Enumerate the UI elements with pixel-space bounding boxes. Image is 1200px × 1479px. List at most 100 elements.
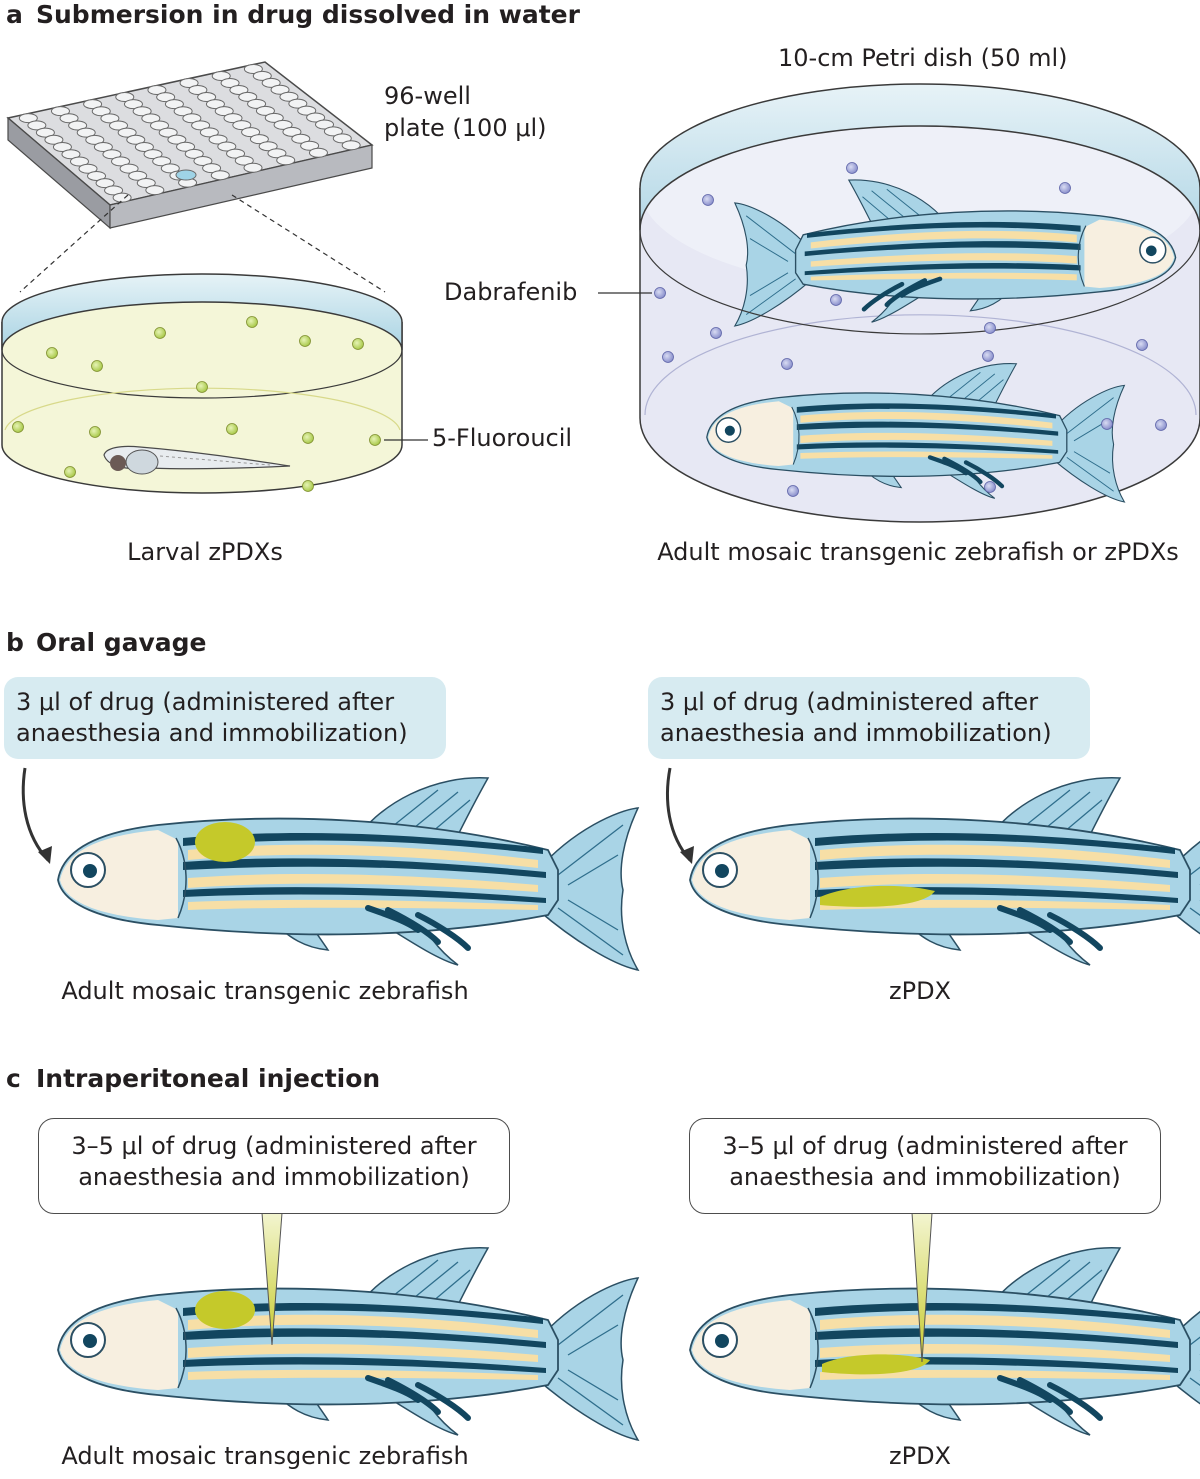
plate-well (109, 120, 129, 131)
gavage-note-left-line1: 3 μl of drug (administered after (16, 688, 395, 716)
plate-well (44, 134, 64, 145)
plate-well (61, 149, 81, 160)
plate-well (76, 127, 96, 138)
well-plate (6, 61, 374, 230)
plate-well (205, 99, 225, 110)
tumour-dorsal-c (195, 1291, 255, 1329)
plate-well (134, 141, 154, 152)
plate-well (282, 126, 302, 137)
injection-note-right-line1: 3–5 μl of drug (administered after (722, 1132, 1128, 1160)
injection-note-right: 3–5 μl of drug (administered after anaes… (689, 1118, 1161, 1214)
plate-well (223, 113, 243, 124)
plate-well (261, 77, 281, 88)
fluorouracil-molecule (352, 338, 364, 350)
plate-label-line2: plate (100 μl) (384, 114, 547, 142)
plate-well (102, 149, 122, 160)
plate-well (68, 120, 88, 131)
fluorouracil-molecule (246, 316, 258, 328)
plate-well (152, 156, 172, 167)
panel-c-letter: c (6, 1064, 21, 1093)
plate-well (176, 141, 196, 152)
dabrafenib-molecule (846, 162, 858, 174)
plate-well (69, 156, 89, 167)
plate-well (93, 142, 113, 153)
plate-well (341, 140, 361, 151)
plate-label: 96-well plate (100 μl) (384, 80, 547, 144)
plate-well (150, 120, 170, 131)
injection-note-left: 3–5 μl of drug (administered after anaes… (38, 1118, 510, 1214)
plate-well (270, 84, 290, 95)
dabrafenib-molecule (984, 322, 996, 334)
gavage-note-left: 3 μl of drug (administered after anaesth… (4, 677, 446, 759)
plate-well (258, 141, 278, 152)
dabrafenib-molecule (1059, 182, 1071, 194)
plate-well (300, 140, 320, 151)
plate-well (18, 113, 38, 124)
fluorouracil-molecule (91, 360, 103, 372)
plate-well (119, 163, 139, 174)
plate-well (276, 155, 296, 166)
plate-well (249, 134, 269, 145)
dabrafenib-molecule (830, 294, 842, 306)
dabrafenib-molecule (984, 481, 996, 493)
panel-c-fish-right (690, 1248, 1200, 1440)
plate-well (315, 119, 335, 130)
panel-b-letter: b (6, 628, 24, 657)
plate-well (164, 99, 184, 110)
fluorouracil-molecule (299, 335, 311, 347)
plate-well (255, 105, 275, 116)
plate-label-line1: 96-well (384, 82, 471, 110)
plate-well (145, 185, 165, 196)
plate-well (179, 78, 199, 89)
panel-a-title: Submersion in drug dissolved in water (36, 0, 580, 29)
caption-adult-dish: Adult mosaic transgenic zebrafish or zPD… (657, 538, 1179, 566)
plate-well (188, 85, 208, 96)
caption-b-left: Adult mosaic transgenic zebrafish (61, 977, 469, 1005)
plate-well (279, 91, 299, 102)
caption-c-left: Adult mosaic transgenic zebrafish (61, 1442, 469, 1470)
plate-well (191, 120, 211, 131)
plate-well (252, 70, 272, 81)
fluorouracil-molecule (302, 480, 314, 492)
fluorouracil-label: 5-Fluoroucil (432, 424, 573, 452)
plate-well (197, 92, 217, 103)
plate-well (264, 112, 284, 123)
plate-well (160, 163, 180, 174)
plate-well (241, 127, 261, 138)
plate-well (117, 127, 137, 138)
highlighted-well (175, 169, 197, 181)
fluorouracil-molecule (154, 327, 166, 339)
plate-well (243, 162, 263, 173)
plate-well (234, 155, 254, 166)
caption-larval: Larval zPDXs (127, 538, 283, 566)
fluorouracil-molecule (369, 434, 381, 446)
dabrafenib-molecule (1101, 418, 1113, 430)
plate-well (232, 120, 252, 131)
plate-well (136, 177, 156, 188)
injection-note-left-line2: anaesthesia and immobilization) (78, 1163, 470, 1191)
dabrafenib-molecule (787, 485, 799, 497)
plate-well (243, 63, 263, 74)
panel-b-title: Oral gavage (36, 628, 207, 657)
injection-note-right-line2: anaesthesia and immobilization) (729, 1163, 1121, 1191)
plate-well (126, 134, 146, 145)
dabrafenib-molecule (662, 351, 674, 363)
tumour-dorsal-b (195, 822, 255, 862)
plate-well (27, 120, 47, 131)
panel-b-heading: b Oral gavage (6, 628, 207, 657)
plate-well (308, 147, 328, 158)
plate-well (35, 127, 55, 138)
plate-well (208, 134, 228, 145)
plate-well (141, 113, 161, 124)
gavage-note-right-line2: anaesthesia and immobilization) (660, 719, 1052, 747)
plate-well (143, 149, 163, 160)
dabrafenib-molecule (781, 358, 793, 370)
plate-well (238, 91, 258, 102)
dabrafenib-molecule (702, 194, 714, 206)
plate-well (220, 77, 240, 88)
plate-well (306, 112, 326, 123)
plate-well (123, 99, 143, 110)
plate-well (59, 113, 79, 124)
gavage-note-right: 3 μl of drug (administered after anaesth… (648, 677, 1090, 759)
plate-well (288, 98, 308, 109)
